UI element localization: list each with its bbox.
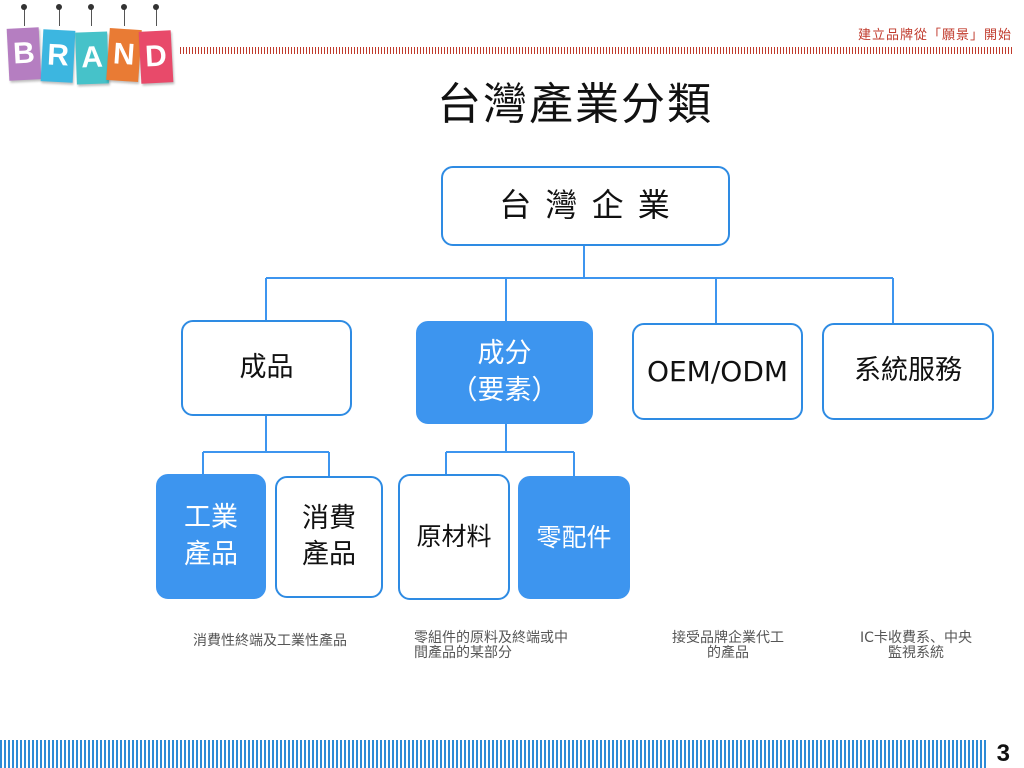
page-number: 3 (996, 740, 1010, 767)
logo-pin (121, 4, 127, 10)
logo-string (156, 8, 157, 26)
node-label-line1: 消費 (302, 502, 356, 534)
node-label: 系統服務 (854, 355, 962, 387)
brand-logo: B R A N D (4, 0, 178, 92)
node-raw-materials: 原材料 (398, 474, 510, 600)
node-consumer-products: 消費 產品 (275, 476, 383, 598)
desc-components: 零組件的原料及終端或中 間產品的某部分 (400, 630, 620, 662)
logo-string (91, 8, 92, 26)
desc-finished: 消費性終端及工業性產品 (170, 633, 370, 649)
logo-string (59, 8, 60, 26)
node-label: 原材料 (416, 522, 492, 552)
logo-string (24, 8, 25, 26)
desc-line: 間產品的某部分 (414, 645, 512, 662)
node-taiwan-enterprises: 台 灣 企 業 (441, 166, 730, 246)
desc-line: 的產品 (707, 645, 749, 662)
node-label: 台 灣 企 業 (499, 186, 672, 225)
desc-line: 監視系統 (888, 645, 944, 662)
footer-rule (0, 740, 986, 768)
node-oem-odm: OEM/ODM (632, 323, 803, 420)
node-label: 零配件 (536, 522, 612, 552)
node-label: 成品 (239, 351, 294, 383)
logo-pin (56, 4, 62, 10)
logo-pin (21, 4, 27, 10)
logo-pin (153, 4, 159, 10)
node-label-line1: 工業 (184, 502, 238, 534)
node-finished-products: 成品 (181, 320, 352, 416)
logo-pin (88, 4, 94, 10)
desc-line: 接受品牌企業代工 (672, 630, 784, 646)
node-label-line2: （要素） (450, 374, 559, 406)
header-rule (180, 47, 1014, 54)
node-industrial-products: 工業 產品 (156, 474, 266, 599)
desc-line: IC卡收費系、中央 (860, 630, 972, 646)
node-label: OEM/ODM (646, 354, 789, 388)
desc-oem: 接受品牌企業代工 的產品 (648, 630, 808, 662)
page-title: 台灣產業分類 (437, 79, 713, 130)
node-label-line2: 產品 (184, 538, 238, 570)
node-system-services: 系統服務 (822, 323, 994, 420)
node-components: 成分 （要素） (416, 321, 593, 424)
desc-line: 消費性終端及工業性產品 (193, 633, 347, 649)
node-parts: 零配件 (518, 476, 630, 599)
desc-line: 零組件的原料及終端或中 (414, 630, 568, 646)
desc-services: IC卡收費系、中央 監視系統 (836, 630, 996, 662)
logo-string (124, 8, 125, 26)
node-label-line2: 產品 (302, 539, 356, 570)
header-tagline: 建立品牌從「願景」開始 (857, 28, 1012, 43)
node-label-line1: 成分 (477, 338, 532, 370)
